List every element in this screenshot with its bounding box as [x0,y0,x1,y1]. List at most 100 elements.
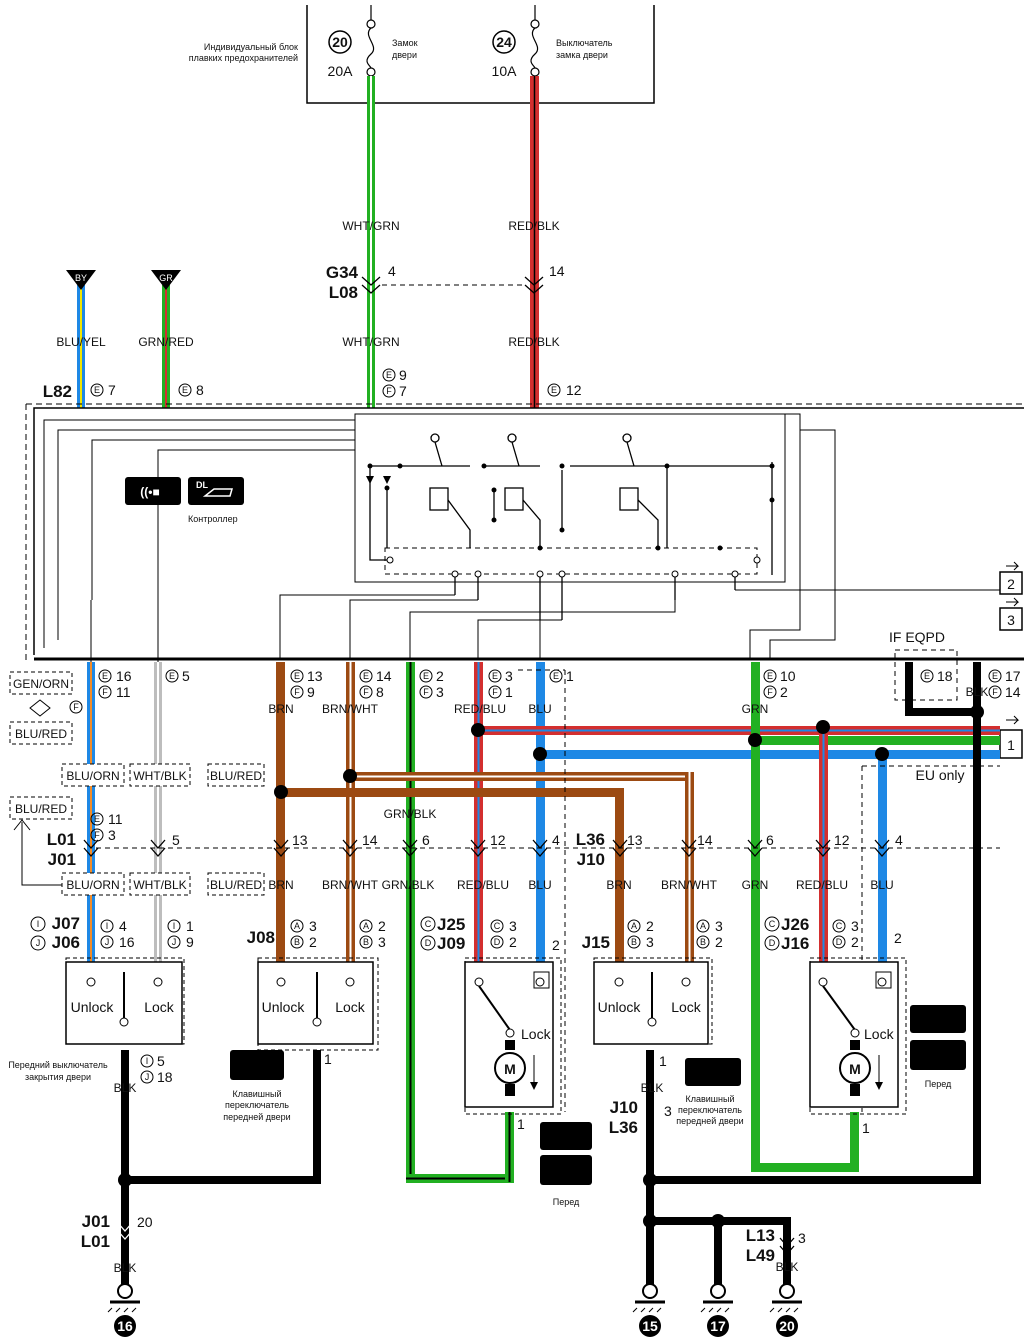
svg-text:передней двери: передней двери [676,1116,743,1126]
pin-row-6: 6 [422,832,430,848]
svg-text:4: 4 [119,918,127,934]
bus-brn [280,772,690,797]
svg-text:3: 3 [509,918,517,934]
pin-row-5: 5 [172,832,180,848]
label-blu-3: BLU [870,878,893,892]
svg-text:5: 5 [157,1053,165,1069]
svg-text:B: B [631,937,637,947]
svg-text:3: 3 [664,1103,672,1119]
label-red-blu-2: RED/BLU [457,878,509,892]
front-lock-caption-1: Передний выключатель [8,1060,108,1070]
svg-text:E: E [386,370,392,380]
label-wht-grn-top: WHT/GRN [342,219,399,233]
svg-text:1: 1 [659,1053,667,1069]
wire-blu-left [536,662,545,962]
svg-text:Lock: Lock [864,1026,895,1042]
svg-text:1: 1 [1007,737,1015,753]
svg-text:C: C [769,919,776,929]
label-blu-2: BLU [528,878,551,892]
svg-text:1: 1 [186,918,194,934]
pin-row-14: 14 [362,832,378,848]
label-grn-1: GRN [742,702,769,716]
svg-text:J: J [145,1072,150,1082]
pin-row2-6: 6 [766,832,774,848]
connector-l13-l49: L13 L49 3 BLK [746,1226,806,1285]
svg-text:A: A [363,921,369,931]
pin-e8-group: E 8 [178,382,204,398]
pin-l08-14: 14 [549,263,565,279]
svg-text:1: 1 [517,1116,525,1132]
pin-e7: 7 [108,382,116,398]
connector-j25-j09: C J25 D J09 C 3 D 2 2 [420,915,560,953]
front-lock-caption-2: закрытия двери [25,1072,91,1082]
fuse-block-caption-1: Индивидуальный блок [204,42,298,52]
svg-text:E: E [767,671,773,681]
svg-text:BLK: BLK [641,1081,664,1095]
label-red-blu-3: RED/BLU [796,878,848,892]
actuator-left-key-icon [540,1155,592,1185]
svg-text:((•■: ((•■ [140,485,159,499]
front-lock-unlock: Unlock [71,999,115,1015]
pin-row2-4: 4 [895,832,903,848]
svg-text:F: F [102,687,108,697]
side-box-3: 3 [999,597,1023,631]
svg-text:J07: J07 [52,914,80,933]
front-lock-lock: Lock [144,999,175,1015]
fuse-block: Индивидуальный блок плавких предохраните… [189,5,655,104]
left-option-boxes: GEN/ORN F BLU/RED BLU/ORN WHT/BLK BLU/RE… [9,671,265,896]
svg-text:E: E [94,814,100,824]
svg-text:J15: J15 [582,933,610,952]
key-switch-rear-icon [230,1050,284,1080]
pin-e12-group: E 12 [547,382,582,398]
pin-g34-4: 4 [388,263,396,279]
svg-text:J08: J08 [247,928,275,947]
svg-text:BY: BY [75,273,87,283]
pin-e8: 8 [196,382,204,398]
junction-dots [118,705,984,1228]
pin-e7-group: E 7 [90,382,116,398]
fuse-20-label-2: двери [392,50,417,60]
svg-text:E: E [363,671,369,681]
svg-text:2: 2 [851,934,859,950]
pin-f11: 11 [116,684,131,700]
pin-e13: 13 [307,668,323,684]
key-switch-front: Unlock Lock 1 BLK Клавишный переключател… [593,957,744,1137]
wire-blu-orn [87,600,95,962]
connector-l82: L82 [43,382,72,401]
svg-text:16: 16 [117,1318,133,1334]
side-box-2: 2 [999,561,1023,595]
svg-text:E: E [102,671,108,681]
pin-row-4: 4 [552,832,560,848]
label-brn-3: BRN [606,878,631,892]
pin-e16: 16 [116,668,132,684]
svg-text:3: 3 [798,1230,806,1246]
pin-f2: 2 [780,684,788,700]
svg-text:B: B [363,937,369,947]
svg-text:E: E [492,671,498,681]
pin-e14: 14 [376,668,392,684]
svg-text:E: E [553,671,559,681]
pin-row-12: 12 [490,832,506,848]
connector-j01: J01 [48,850,76,869]
label-grn-2: GRN [742,878,769,892]
pin-e1: 1 [566,668,574,684]
label-brn-wht-1: BRN/WHT [322,702,379,716]
label-grn-red: GRN/RED [138,335,194,349]
svg-text:J01: J01 [82,1212,110,1231]
pin-f14: 14 [1005,684,1021,700]
svg-text:D: D [836,937,843,947]
svg-text:Клавишный: Клавишный [233,1089,282,1099]
svg-text:2: 2 [509,934,517,950]
pin-e9: 9 [399,367,407,383]
svg-text:M: M [504,1061,516,1077]
pin-row-13: 13 [292,832,308,848]
svg-text:16: 16 [119,934,135,950]
svg-text:Lock: Lock [521,1026,552,1042]
svg-text:D: D [425,938,432,948]
svg-text:I: I [146,1056,149,1066]
svg-text:3: 3 [378,934,386,950]
wire-brn-right [615,788,624,962]
svg-text:BLK: BLK [114,1261,137,1275]
wire-grn-right [751,662,859,1172]
wire-grn-blk [406,662,514,1183]
